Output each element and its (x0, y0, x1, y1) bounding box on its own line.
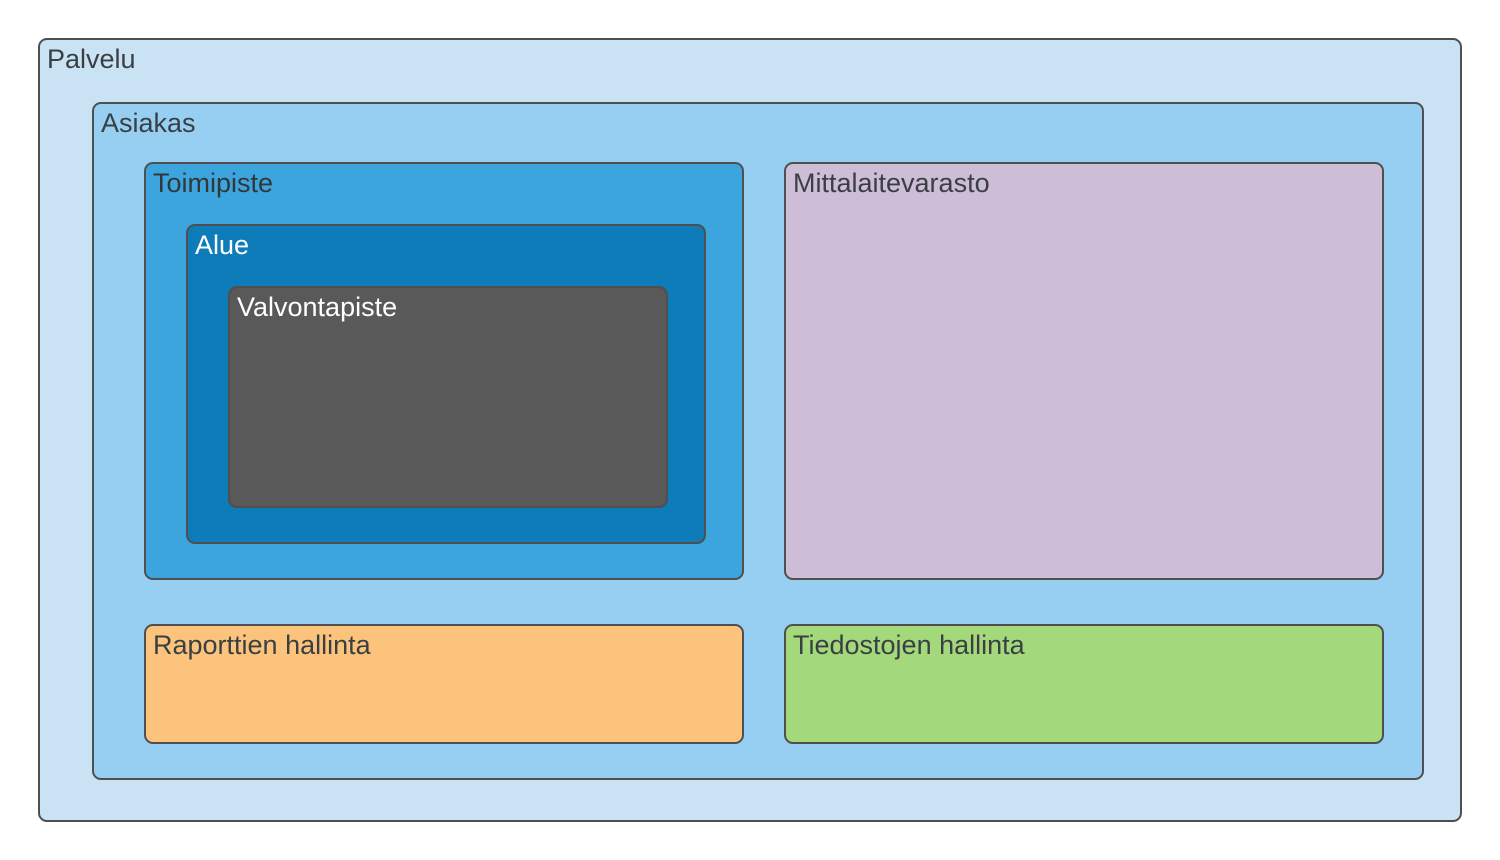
alue-label: Alue (195, 230, 250, 260)
valvontapiste-box: Valvontapiste (228, 286, 668, 508)
raporttien-hallinta-label: Raporttien hallinta (153, 630, 371, 660)
mittalaitevarasto-label: Mittalaitevarasto (793, 168, 990, 198)
tiedostojen-hallinta-label: Tiedostojen hallinta (793, 630, 1025, 660)
toimipiste-label: Toimipiste (153, 168, 274, 198)
palvelu-container-box: Palvelu Asiakas Toimipiste Alue Valvonta… (38, 38, 1462, 822)
valvontapiste-label: Valvontapiste (237, 292, 398, 322)
tiedostojen-hallinta-box: Tiedostojen hallinta (784, 624, 1384, 744)
asiakas-container-box: Asiakas Toimipiste Alue Valvontapiste Mi… (92, 102, 1424, 780)
mittalaitevarasto-box: Mittalaitevarasto (784, 162, 1384, 580)
raporttien-hallinta-box: Raporttien hallinta (144, 624, 744, 744)
asiakas-label: Asiakas (101, 108, 196, 138)
toimipiste-container-box: Toimipiste Alue Valvontapiste (144, 162, 744, 580)
palvelu-label: Palvelu (47, 44, 136, 74)
alue-container-box: Alue Valvontapiste (186, 224, 706, 544)
